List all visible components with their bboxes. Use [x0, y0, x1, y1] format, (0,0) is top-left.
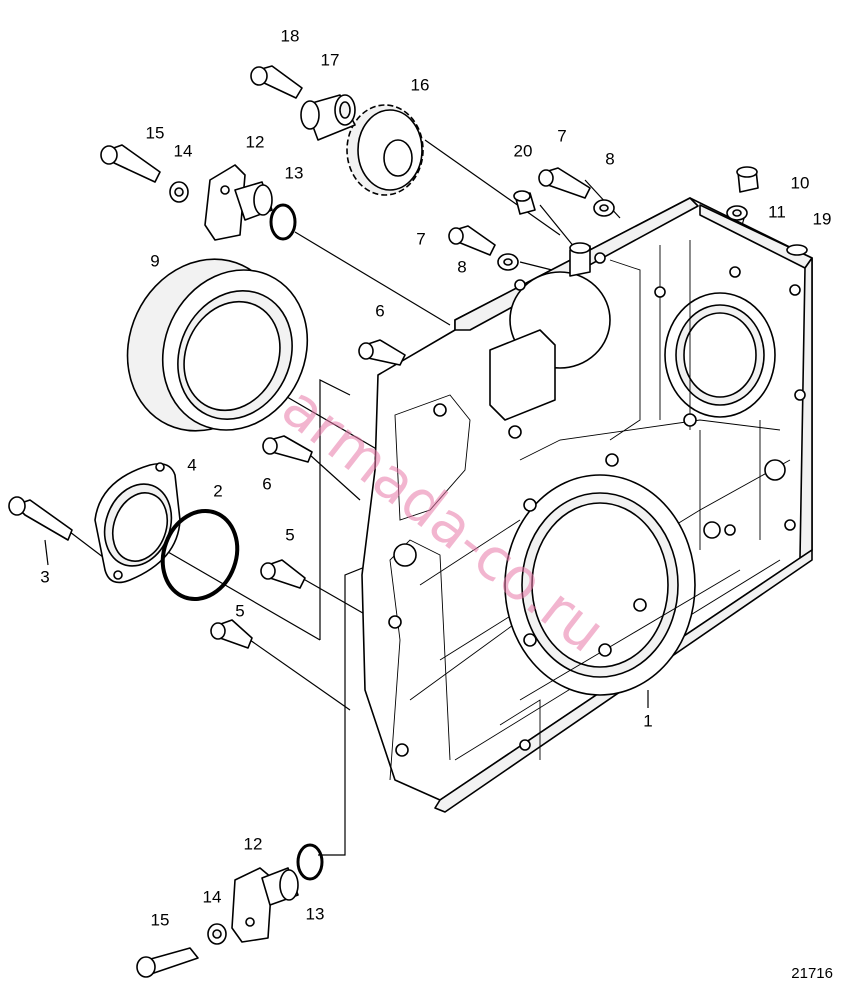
callout-14b: 14	[203, 887, 222, 906]
bolts-5-6	[210, 339, 406, 649]
callout-labels: 1 2 3 4 5 5 6 6 7 7 8 8 9 10 11 12 12 13…	[40, 26, 831, 929]
callout-17: 17	[321, 50, 340, 69]
bushing	[300, 94, 356, 141]
crankshaft-seal	[126, 258, 309, 432]
callout-13b: 13	[306, 904, 325, 923]
flange-cover	[94, 462, 181, 584]
callout-9: 9	[150, 251, 159, 270]
idler-gear	[346, 104, 424, 196]
plug-and-washer	[726, 166, 808, 256]
callout-1: 1	[643, 711, 652, 730]
callout-6b: 6	[262, 474, 271, 493]
callout-4: 4	[187, 455, 196, 474]
callout-5a: 5	[285, 525, 294, 544]
callout-8b: 8	[457, 257, 466, 276]
o-ring	[160, 508, 240, 602]
callout-8a: 8	[605, 149, 614, 168]
figure-number: 21716	[791, 965, 833, 982]
callout-2: 2	[213, 481, 222, 500]
callout-13a: 13	[285, 163, 304, 182]
lower-shaft-assembly	[136, 843, 324, 978]
callout-16: 16	[411, 75, 430, 94]
callout-7a: 7	[557, 126, 566, 145]
callout-7b: 7	[416, 229, 425, 248]
callout-3: 3	[40, 567, 49, 586]
callout-15a: 15	[146, 123, 165, 142]
callout-12a: 12	[246, 132, 265, 151]
bolt-3	[8, 496, 73, 541]
timing-gear-casing	[361, 197, 813, 813]
bolt-18	[250, 65, 303, 99]
callout-5b: 5	[235, 601, 244, 620]
callout-14a: 14	[174, 141, 193, 160]
callout-11: 11	[768, 202, 786, 221]
callout-20: 20	[514, 141, 533, 160]
callout-10: 10	[791, 173, 810, 192]
upper-fasteners	[448, 167, 615, 271]
upper-shaft-assembly	[100, 144, 297, 241]
callout-19: 19	[813, 209, 832, 228]
callout-15b: 15	[151, 910, 170, 929]
callout-12b: 12	[244, 834, 263, 853]
callout-6a: 6	[375, 301, 384, 320]
callout-18: 18	[281, 26, 300, 45]
